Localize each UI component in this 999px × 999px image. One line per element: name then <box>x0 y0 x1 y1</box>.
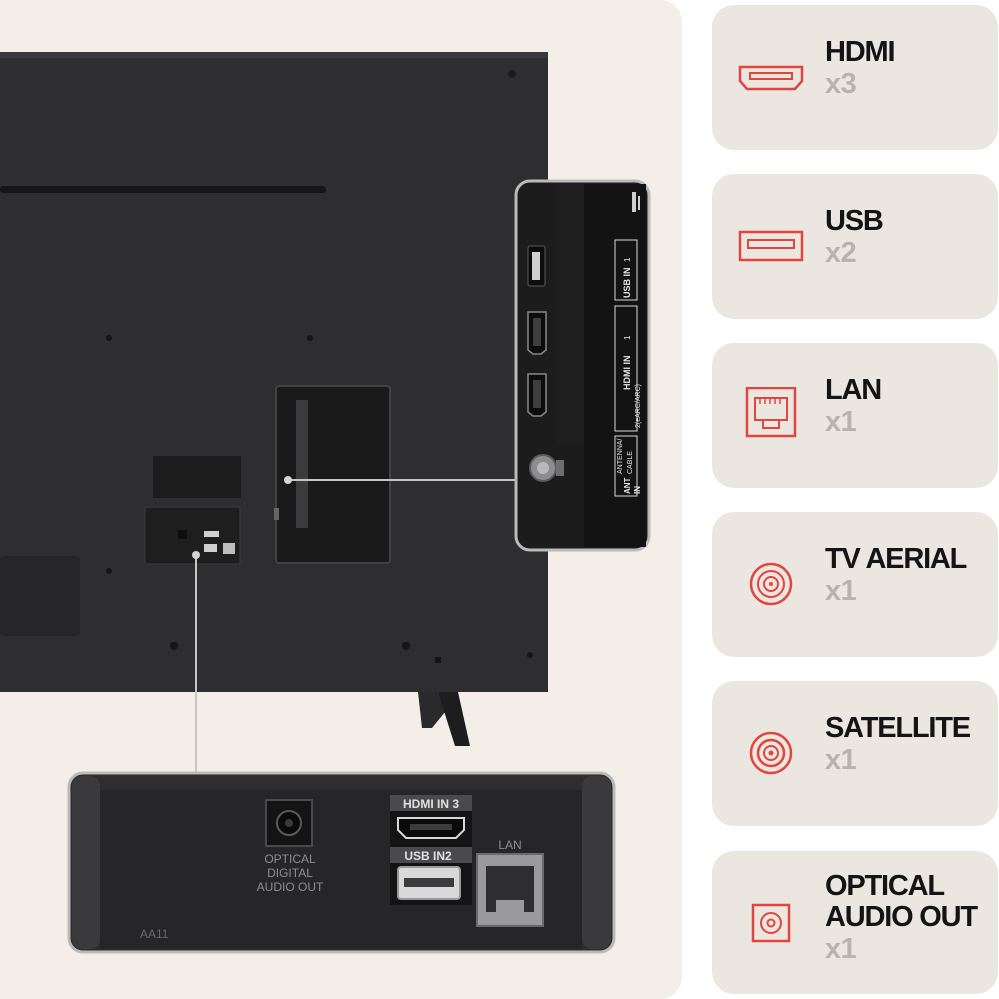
tv-stand <box>418 692 445 728</box>
tv-back-panel <box>0 52 548 692</box>
ant-in-label: IN <box>633 486 642 494</box>
ant-label: ANT <box>623 477 632 494</box>
hdmi-in-label: HDMI IN <box>622 356 632 391</box>
usb-icon <box>736 218 806 274</box>
model-code-label: AA11 <box>140 927 169 941</box>
tv-back-illustration: USB IN 1 HDMI IN 1 2(eARC/ARC) ANT IN AN… <box>0 52 651 954</box>
feature-card-optical: OPTICAL AUDIO OUT x1 <box>712 851 998 994</box>
lan-icon <box>736 387 806 443</box>
screw-icon <box>307 335 313 341</box>
feature-card-aerial: TV AERIAL x1 <box>712 512 998 657</box>
feature-name: LAN <box>825 374 882 406</box>
rear-ports-callout: OPTICAL DIGITAL AUDIO OUT HDMI IN 3 USB … <box>67 771 616 954</box>
product-image: USB IN 1 HDMI IN 1 2(eARC/ARC) ANT IN AN… <box>0 0 682 999</box>
feature-count: x1 <box>825 744 857 776</box>
antenna-label: ANTENNA/ <box>617 439 624 474</box>
usb-in-num: 1 <box>623 257 632 262</box>
optical-icon <box>736 895 806 951</box>
cable-label: CABLE <box>627 451 634 474</box>
feature-count: x1 <box>825 933 857 965</box>
screw-icon <box>402 642 410 650</box>
optical-label-line1: OPTICAL <box>264 852 316 866</box>
satellite-icon <box>736 725 806 781</box>
lan-label: LAN <box>498 838 521 852</box>
side-port-recess <box>275 385 391 564</box>
hdmi-in-num: 1 <box>623 335 632 340</box>
screw-icon <box>508 70 516 78</box>
screw-icon <box>170 642 178 650</box>
feature-name: OPTICAL AUDIO OUT <box>825 870 978 933</box>
hdmi-earc-label: 2(eARC/ARC) <box>635 384 642 428</box>
feature-card-usb: USB x2 <box>712 174 998 319</box>
side-ports-callout: USB IN 1 HDMI IN 1 2(eARC/ARC) ANT IN AN… <box>514 179 651 552</box>
feature-card-lan: LAN x1 <box>712 343 998 488</box>
feature-name: HDMI <box>825 36 896 68</box>
optical-label-line2: DIGITAL <box>267 866 313 880</box>
feature-count: x3 <box>825 68 857 100</box>
feature-count: x1 <box>825 406 857 438</box>
label-sticker <box>153 456 241 498</box>
usb-in-label: USB IN <box>622 267 632 298</box>
feature-name: SATELLITE <box>825 712 971 744</box>
optical-label-line3: AUDIO OUT <box>257 880 324 894</box>
screw-icon <box>106 568 112 574</box>
power-recess <box>0 556 80 636</box>
feature-name: USB <box>825 205 884 237</box>
screw-icon <box>106 335 112 341</box>
feature-count: x2 <box>825 237 857 269</box>
feature-name: TV AERIAL <box>825 543 967 575</box>
feature-card-satellite: SATELLITE x1 <box>712 681 998 826</box>
usb2-label: USB IN2 <box>404 849 452 863</box>
feature-count: x1 <box>825 575 857 607</box>
vent-slot <box>0 186 326 193</box>
hdmi3-label: HDMI IN 3 <box>403 797 459 811</box>
feature-card-hdmi: HDMI x3 <box>712 5 998 150</box>
hdmi-icon <box>736 49 806 105</box>
aerial-icon <box>736 556 806 612</box>
